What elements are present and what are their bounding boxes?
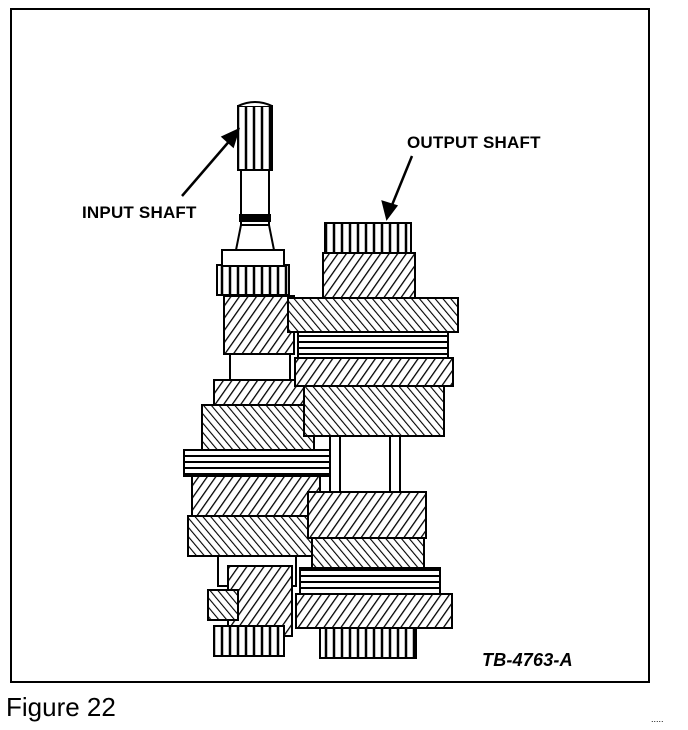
input-shaft-assembly — [183, 101, 333, 657]
leader-arrows — [181, 127, 414, 221]
input-shaft-arrowhead — [220, 127, 241, 149]
output-shaft-leader — [388, 155, 414, 211]
input-shaft-leader — [181, 137, 233, 197]
reference-code: TB-4763-A — [482, 650, 573, 670]
output-shaft-label: OUTPUT SHAFT — [407, 133, 541, 152]
figure-frame: INPUT SHAFT OUTPUT SHAFT TB-4763-A — [10, 8, 650, 683]
transmission-shafts-illustration — [181, 101, 459, 659]
input-shaft-label: INPUT SHAFT — [82, 203, 197, 222]
figure-caption: Figure 22 — [6, 692, 116, 722]
output-shaft-arrowhead — [381, 200, 399, 221]
page-mark: ..... — [651, 714, 664, 724]
output-shaft-assembly — [287, 222, 459, 659]
